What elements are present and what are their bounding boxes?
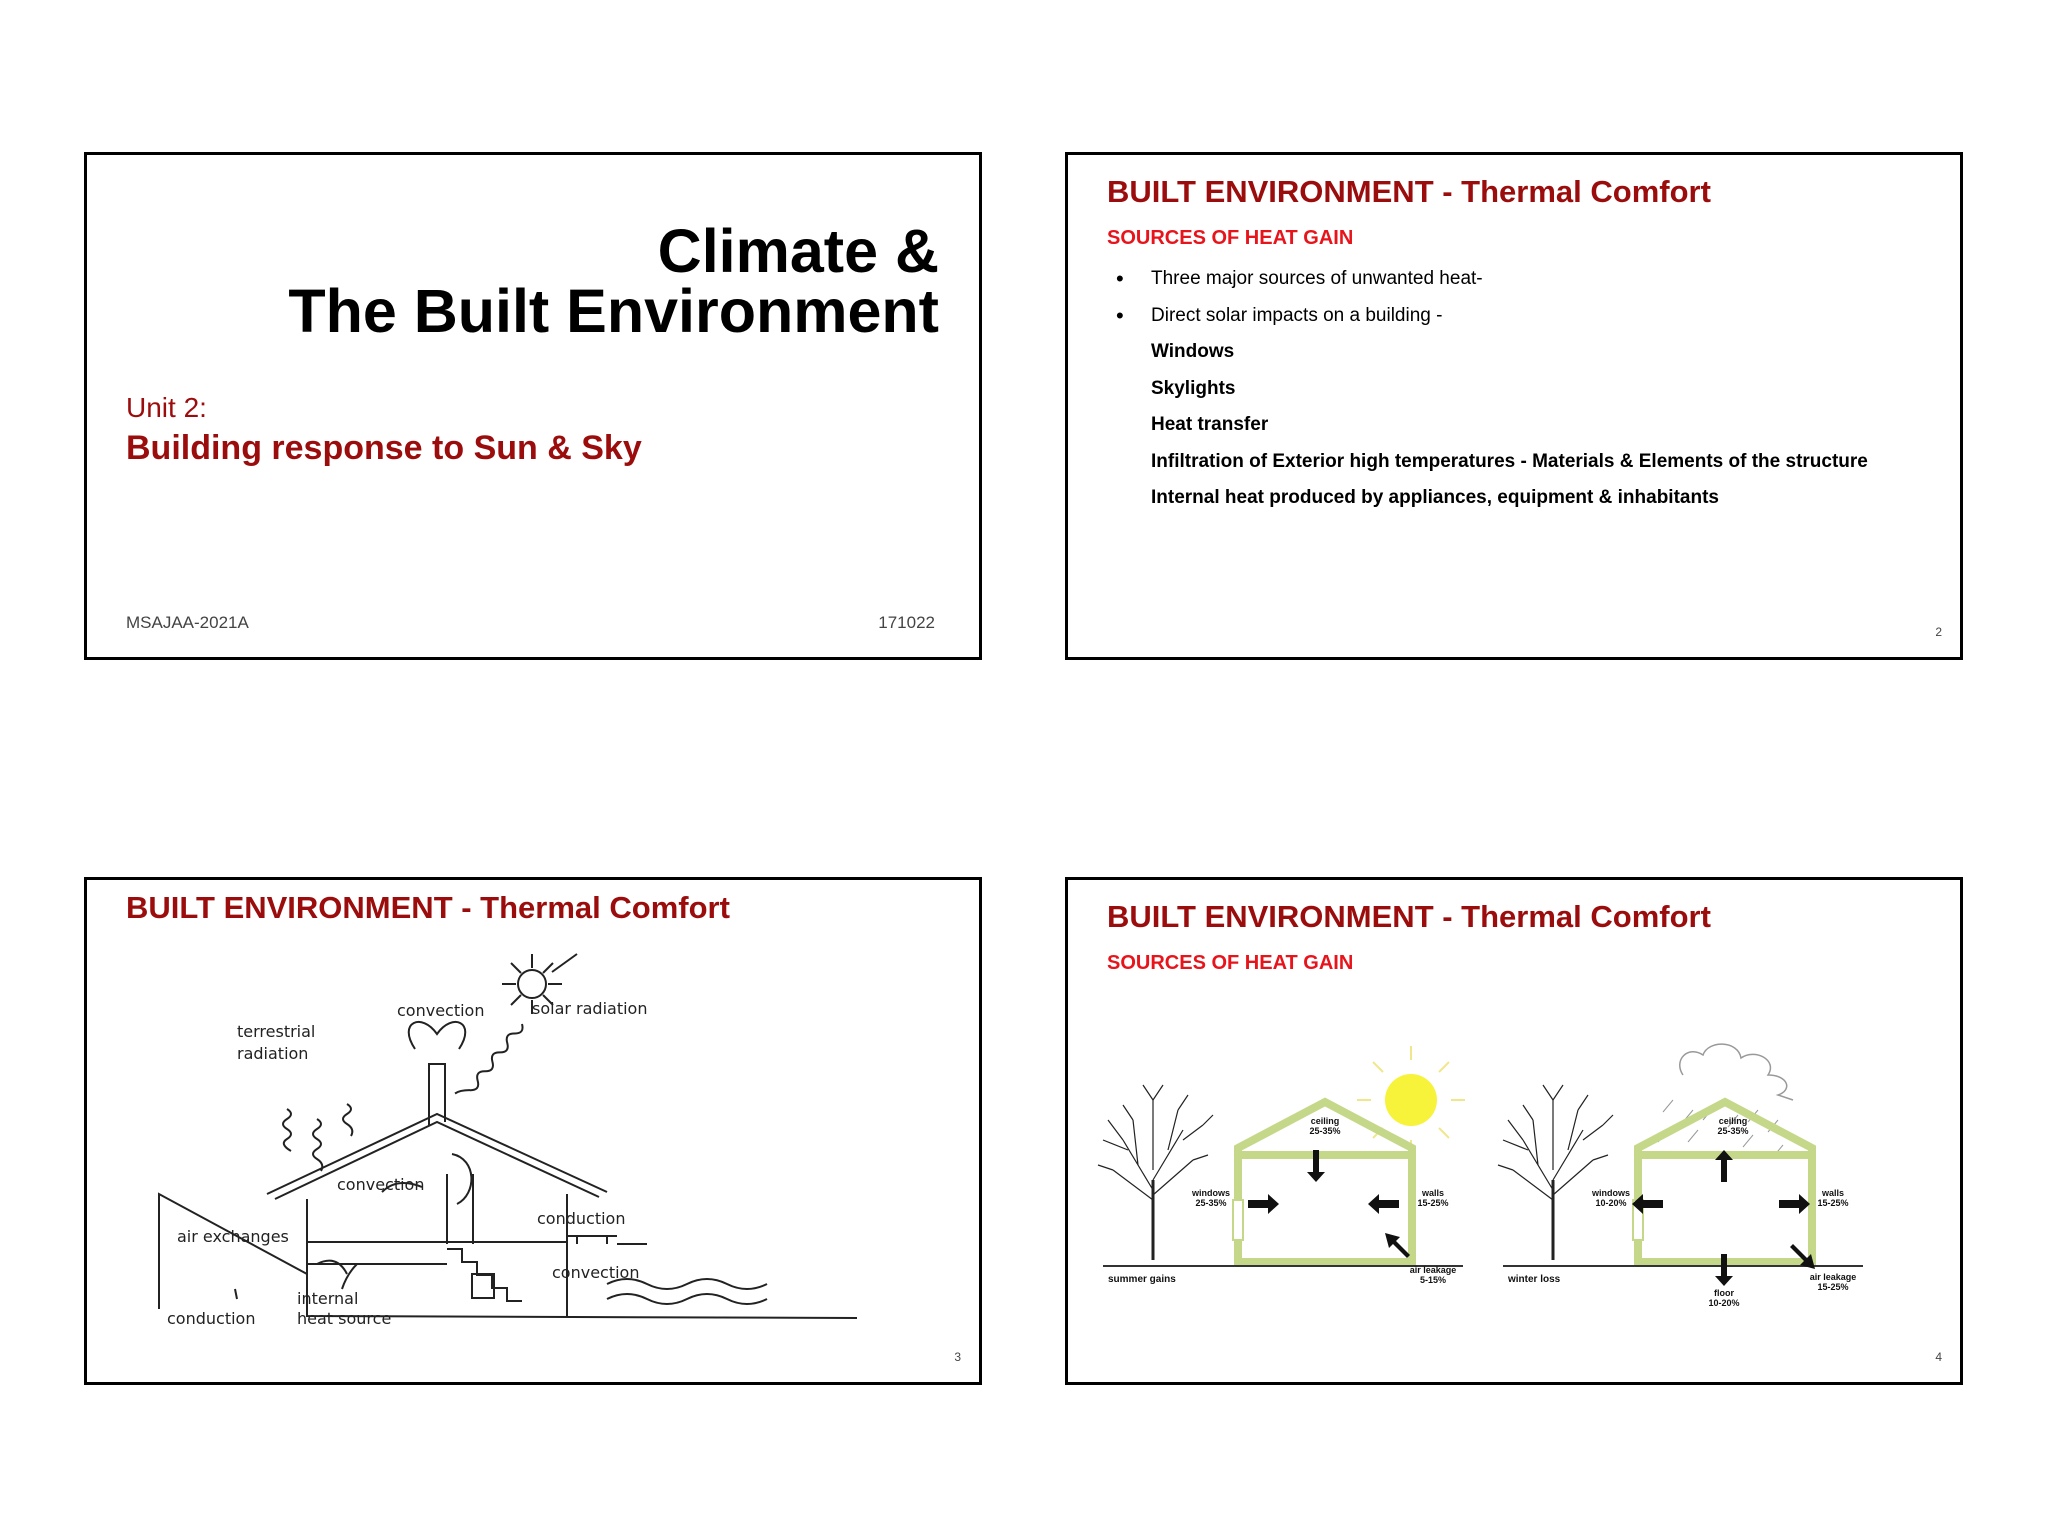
label-solar-radiation: solar radiation bbox=[532, 999, 647, 1018]
course-code: MSAJAA-2021A bbox=[126, 613, 249, 632]
list-item: Infiltration of Exterior high temperatur… bbox=[1151, 450, 1868, 472]
label-internal-2: heat source bbox=[297, 1309, 391, 1328]
label-conduction-left: conduction bbox=[167, 1309, 255, 1328]
label-internal-1: internal bbox=[297, 1289, 358, 1308]
label-terrestrial-1: terrestrial bbox=[237, 1022, 315, 1041]
title-line-2: The Built Environment bbox=[288, 277, 939, 345]
section-heading: SOURCES OF HEAT GAIN bbox=[1107, 952, 1354, 974]
winter-walls: walls bbox=[1821, 1188, 1844, 1198]
summer-ceiling-pct: 25-35% bbox=[1309, 1126, 1340, 1136]
slide-4[interactable]: BUILT ENVIRONMENT - Thermal Comfort SOUR… bbox=[1065, 877, 1963, 1385]
summer-diagram: ceiling 25-35% windows 25-35% walls 15-2… bbox=[1097, 1046, 1465, 1285]
winter-windows-pct: 10-20% bbox=[1595, 1198, 1626, 1208]
page-number: 4 bbox=[1935, 1350, 1942, 1364]
unit-label: Unit 2: bbox=[126, 392, 207, 423]
title-line-1: Climate & bbox=[657, 217, 939, 285]
label-terrestrial-2: radiation bbox=[237, 1044, 308, 1063]
heat-gain-loss-diagrams: ceiling 25-35% windows 25-35% walls 15-2… bbox=[1097, 1043, 1863, 1308]
winter-floor-pct: 10-20% bbox=[1708, 1298, 1739, 1308]
slide-1[interactable]: Climate & The Built Environment Unit 2: … bbox=[84, 152, 982, 660]
label-convection-top: convection bbox=[397, 1001, 484, 1020]
list-item: Three major sources of unwanted heat- bbox=[1107, 261, 1868, 298]
page-number: 2 bbox=[1935, 625, 1942, 639]
winter-caption: winter loss bbox=[1507, 1274, 1561, 1285]
winter-ceiling-pct: 25-35% bbox=[1717, 1126, 1748, 1136]
heat-transfer-house-sketch: convection solar radiation terrestrial r… bbox=[158, 953, 858, 1328]
label-convection-inner: convection bbox=[337, 1175, 424, 1194]
summer-caption: summer gains bbox=[1108, 1274, 1176, 1285]
slide-title: BUILT ENVIRONMENT - Thermal Comfort bbox=[1107, 174, 1711, 209]
summer-walls-pct: 15-25% bbox=[1417, 1198, 1448, 1208]
winter-air-leakage: air leakage bbox=[1810, 1272, 1857, 1282]
slide-title: BUILT ENVIRONMENT - Thermal Comfort bbox=[126, 890, 730, 925]
list-item: Windows bbox=[1151, 341, 1235, 362]
list-item: Heat transfer bbox=[1151, 414, 1269, 435]
summer-windows-pct: 25-35% bbox=[1195, 1198, 1226, 1208]
slide-title: BUILT ENVIRONMENT - Thermal Comfort bbox=[1107, 899, 1711, 934]
list-item: Direct solar impacts on a building - bbox=[1107, 298, 1868, 335]
summer-air-leakage: air leakage bbox=[1410, 1265, 1457, 1275]
slide-3[interactable]: BUILT ENVIRONMENT - Thermal Comfort bbox=[84, 877, 982, 1385]
date-code: 171022 bbox=[878, 613, 935, 632]
winter-ceiling: ceiling bbox=[1719, 1116, 1748, 1126]
winter-walls-pct: 15-25% bbox=[1817, 1198, 1848, 1208]
summer-windows: windows bbox=[1191, 1188, 1230, 1198]
list-item: Internal heat produced by appliances, eq… bbox=[1151, 487, 1719, 508]
list-item: Skylights bbox=[1151, 377, 1236, 399]
summer-walls: walls bbox=[1421, 1188, 1444, 1198]
label-air-exchanges: air exchanges bbox=[177, 1227, 289, 1246]
slide-title: Climate & The Built Environment bbox=[288, 217, 939, 345]
summer-ceiling: ceiling bbox=[1311, 1116, 1340, 1126]
summer-air-leakage-pct: 5-15% bbox=[1420, 1275, 1446, 1285]
label-convection-right: convection bbox=[552, 1263, 639, 1282]
page-number: 3 bbox=[954, 1350, 961, 1364]
winter-windows: windows bbox=[1591, 1188, 1630, 1198]
label-conduction-right: conduction bbox=[537, 1209, 625, 1228]
heat-gain-list: Three major sources of unwanted heat- Di… bbox=[1107, 261, 1868, 517]
slide-subtitle: Building response to Sun & Sky bbox=[126, 429, 642, 467]
section-heading: SOURCES OF HEAT GAIN bbox=[1107, 227, 1354, 249]
winter-air-leakage-pct: 15-25% bbox=[1817, 1282, 1848, 1292]
slide-2[interactable]: BUILT ENVIRONMENT - Thermal Comfort SOUR… bbox=[1065, 152, 1963, 660]
winter-diagram: ceiling 25-35% windows 10-20% walls 15-2… bbox=[1497, 1043, 1863, 1308]
winter-floor: floor bbox=[1714, 1288, 1734, 1298]
